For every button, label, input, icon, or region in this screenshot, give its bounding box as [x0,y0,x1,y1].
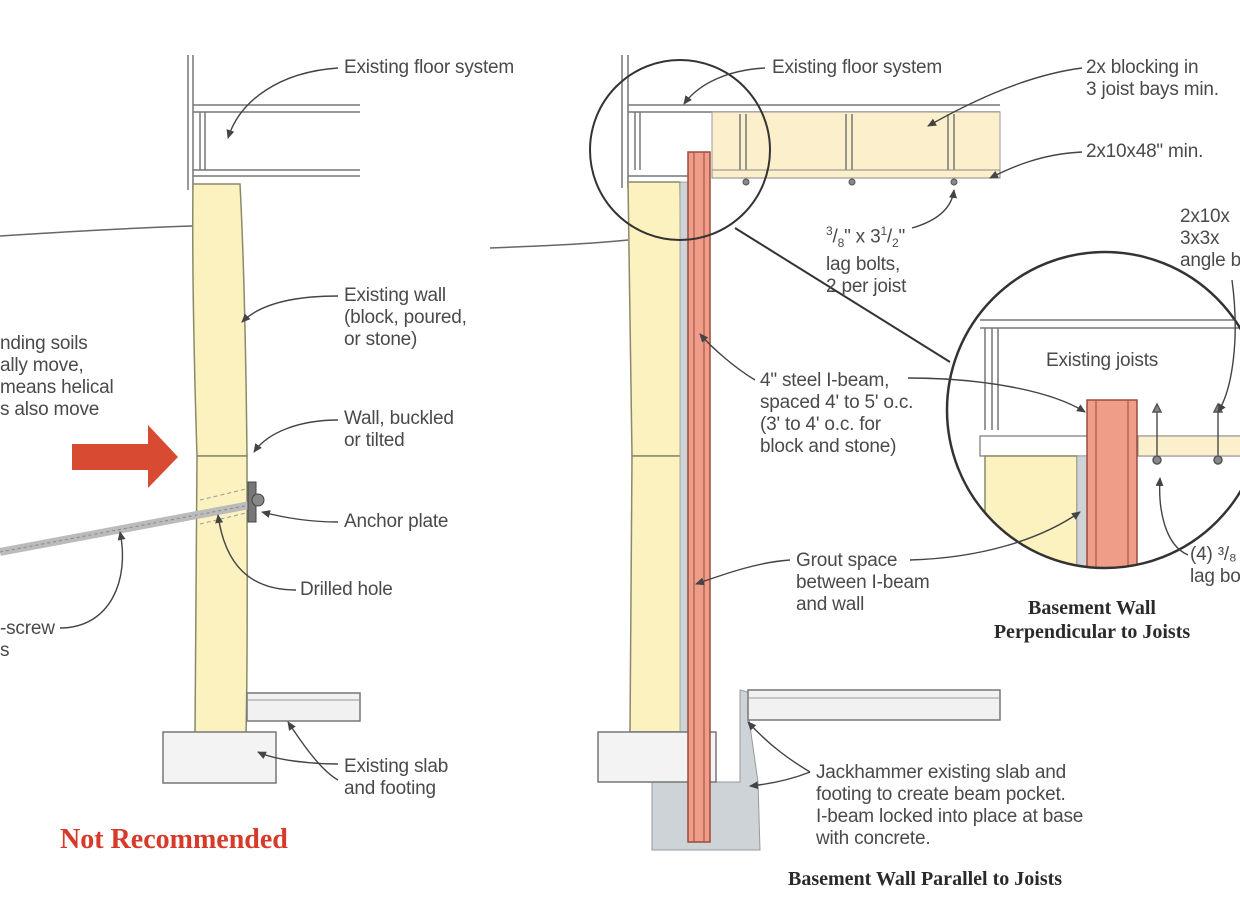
left-label-anchor-plate: Anchor plate [344,511,449,532]
left-leaders [59,67,339,781]
right-label-jackhammer: Jackhammer existing slab and footing to … [816,762,1084,849]
left-label-expanding-soils: nding soils ally move, means helical s a… [0,333,114,420]
perpendicular-detail [945,250,1240,570]
left-label-existing-wall: Existing wall (block, poured, or stone) [344,285,467,350]
left-label-slab-footing: Existing slab and footing [344,756,449,799]
left-floor-system [187,55,360,190]
left-label-wall-buckled: Wall, buckled or tilted [344,408,454,451]
top-detail-circle [589,59,771,241]
right-label-angle-bracket: 2x10x 3x3x angle b [1180,206,1240,271]
right-label-floor-system: Existing floor system [772,57,943,78]
left-label-floor-system: Existing floor system [344,57,515,78]
right-wall-diagram [489,55,1240,851]
soil-pressure-arrow [72,425,178,488]
right-label-steel-beam: 4" steel I-beam, spaced 4' to 5' o.c. (3… [760,370,914,457]
right-label-lumber-size: 2x10x48" min. [1086,141,1204,162]
title-perpendicular-to-joists: Basement Wall Perpendicular to Joists [993,597,1191,643]
left-wall-diagram [0,55,361,784]
detail-label-lag-bolts: (4) ³/₈ lag bo [1190,544,1240,587]
title-parallel-to-joists: Basement Wall Parallel to Joists [788,868,1063,890]
left-slab [246,692,361,722]
left-label-helical-screw: -screw s [0,618,55,661]
detail-label-existing-joists: Existing joists [1046,350,1159,371]
not-recommended-warning: Not Recommended [60,824,288,855]
left-helical-screw [0,487,251,556]
right-grade-line [489,239,629,249]
detail-connector [734,227,951,363]
left-grade-line [0,225,193,237]
right-slab [747,689,1001,721]
right-blocking [711,111,1001,186]
left-footing [162,731,277,784]
grout-space [679,181,689,733]
right-label-lag-bolts: 3/8" x 31/2" lag bolts, 2 per joist [826,224,907,298]
right-label-grout-space: Grout space between I-beam and wall [796,550,930,615]
left-label-drilled-hole: Drilled hole [300,579,393,600]
right-existing-wall [627,181,687,733]
right-label-blocking: 2x blocking in 3 joist bays min. [1086,57,1219,100]
steel-i-beam [687,151,711,843]
right-leaders [683,67,1236,790]
left-existing-wall [191,183,248,736]
left-anchor-plate [247,481,265,523]
